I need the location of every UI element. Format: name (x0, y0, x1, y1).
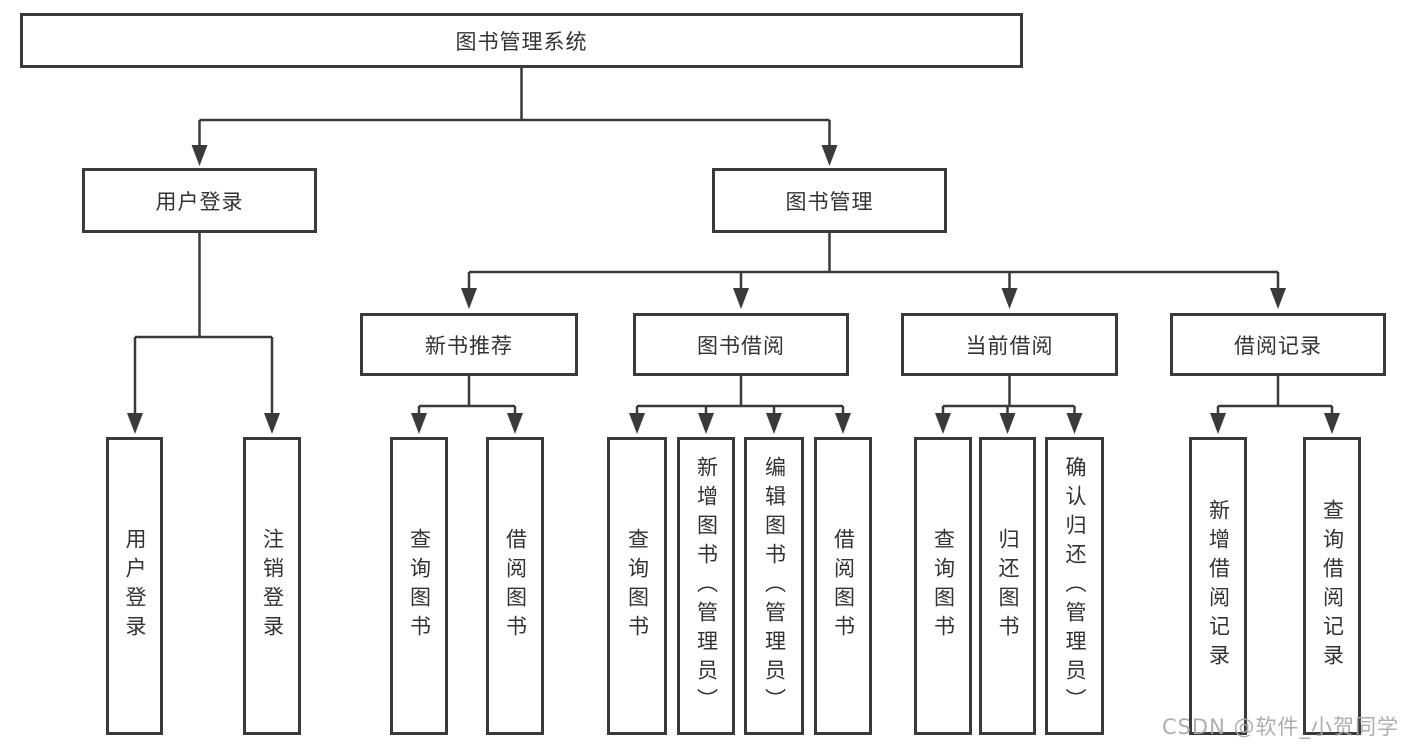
node-leaf-add-borrow-record-label: 新增借阅记录 (1206, 499, 1231, 673)
node-user-login: 用户登录 (82, 168, 317, 233)
node-leaf-logout-label: 注销登录 (260, 528, 285, 644)
node-root: 图书管理系统 (20, 13, 1023, 68)
node-borrow-record: 借阅记录 (1170, 313, 1386, 376)
node-leaf-edit-book-admin-label: 编辑图书（管理员） (762, 455, 787, 717)
node-current-borrow: 当前借阅 (901, 313, 1118, 376)
node-current-borrow-label: 当前借阅 (965, 333, 1054, 358)
node-leaf-query-book-3-label: 查询图书 (931, 528, 956, 644)
node-new-book-recommend-label: 新书推荐 (425, 333, 513, 358)
node-book-management-label: 图书管理 (785, 189, 874, 214)
node-leaf-borrow-book-2-label: 借阅图书 (831, 528, 856, 644)
node-leaf-borrow-book-1: 借阅图书 (486, 437, 544, 735)
node-leaf-query-book-1: 查询图书 (390, 437, 448, 735)
csdn-watermark: CSDN @软件_小贺同学 (1161, 715, 1399, 739)
node-leaf-confirm-return-admin-label: 确认归还（管理员） (1063, 455, 1087, 717)
node-leaf-query-book-3: 查询图书 (914, 437, 972, 735)
node-leaf-query-book-2: 查询图书 (607, 437, 667, 735)
node-leaf-borrow-book-1-label: 借阅图书 (503, 528, 528, 644)
node-leaf-add-borrow-record: 新增借阅记录 (1189, 437, 1247, 735)
node-leaf-logout: 注销登录 (243, 437, 301, 735)
node-user-login-label: 用户登录 (155, 189, 244, 214)
node-leaf-user-login-label: 用户登录 (123, 528, 147, 644)
node-leaf-query-book-2-label: 查询图书 (625, 528, 650, 644)
node-leaf-borrow-book-2: 借阅图书 (814, 437, 872, 735)
node-leaf-query-borrow-record: 查询借阅记录 (1303, 437, 1361, 735)
node-leaf-query-borrow-record-label: 查询借阅记录 (1320, 499, 1345, 673)
node-leaf-return-book: 归还图书 (979, 437, 1036, 735)
node-leaf-add-book-admin-label: 新增图书（管理员） (694, 455, 719, 717)
node-book-management: 图书管理 (712, 168, 947, 233)
node-book-borrow-label: 图书借阅 (697, 333, 785, 358)
node-leaf-add-book-admin: 新增图书（管理员） (677, 437, 735, 735)
node-root-label: 图书管理系统 (455, 29, 588, 54)
node-leaf-return-book-label: 归还图书 (996, 528, 1020, 644)
node-leaf-edit-book-admin: 编辑图书（管理员） (744, 437, 804, 735)
node-leaf-query-book-1-label: 查询图书 (407, 528, 432, 644)
node-borrow-record-label: 借阅记录 (1234, 333, 1322, 358)
node-leaf-user-login: 用户登录 (106, 437, 163, 735)
node-book-borrow: 图书借阅 (633, 313, 849, 376)
node-new-book-recommend: 新书推荐 (360, 313, 578, 376)
node-leaf-confirm-return-admin: 确认归还（管理员） (1045, 437, 1104, 735)
